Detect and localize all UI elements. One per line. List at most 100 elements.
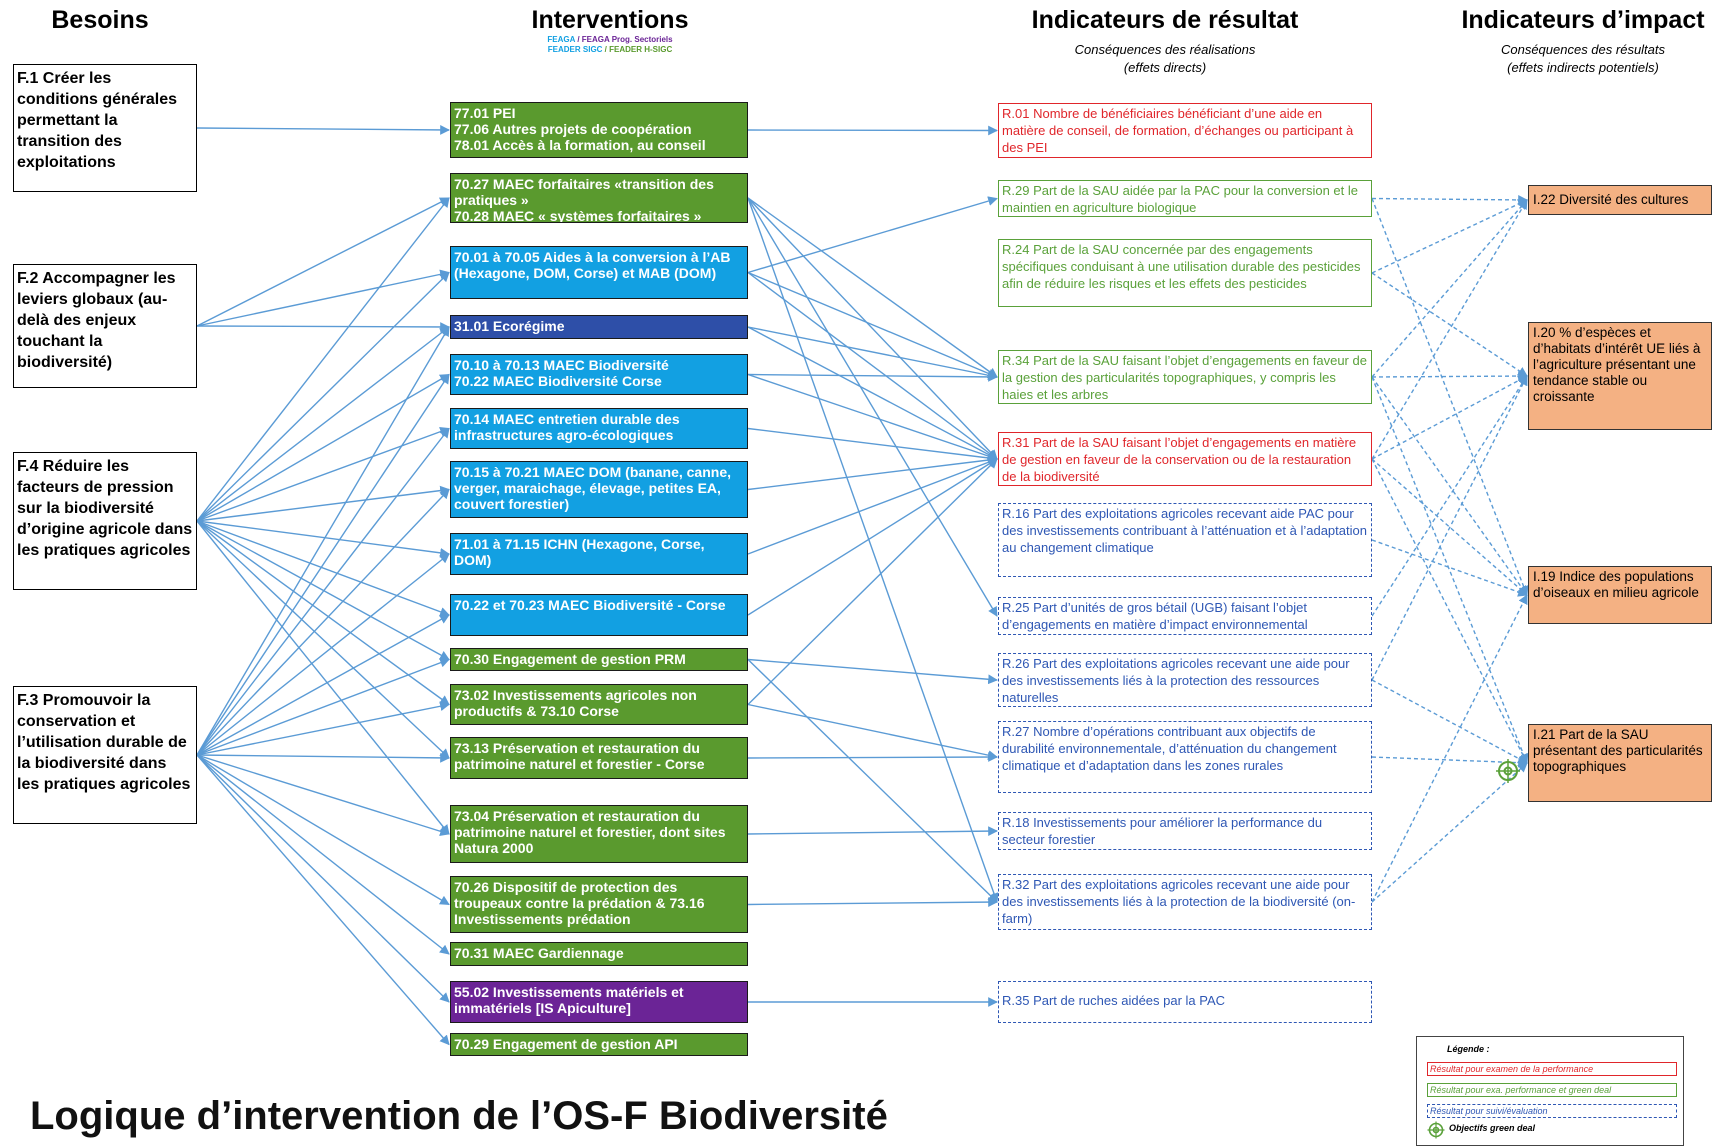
need-intervention-arrow (196, 269, 450, 327)
intervention-result-arrow (747, 703, 998, 760)
result-r25: R.25 Part d’unités de gros bétail (UGB) … (998, 597, 1372, 635)
intervention-result-arrow (747, 458, 998, 705)
result-r24: R.24 Part de la SAU concernée par des en… (998, 239, 1372, 307)
result-impact-arrow (1371, 375, 1528, 681)
intervention-73-04: 73.04 Préservation et restauration du pa… (450, 805, 748, 863)
need-intervention-arrow (196, 520, 450, 706)
intervention-result-arrow (747, 658, 998, 903)
intervention-result-arrow (747, 372, 998, 382)
need-intervention-arrow (196, 485, 450, 522)
need-intervention-arrow (196, 614, 450, 756)
legend-greendeal-icon (1427, 1121, 1445, 1139)
need-intervention-arrow (196, 553, 450, 756)
impact-i20: I.20 % d’espèces et d’habitats d’intérêt… (1528, 322, 1712, 430)
impact-i22: I.22 Diversité des cultures (1528, 185, 1712, 215)
intervention-result-arrow (747, 326, 998, 460)
need-intervention-arrow (196, 426, 450, 522)
intervention-70-01: 70.01 à 70.05 Aides à la conversion à l’… (450, 246, 748, 299)
need-intervention-arrow (196, 520, 450, 759)
need-intervention-arrow (196, 197, 450, 327)
resultat-sub-line-2: (effets directs) (1123, 60, 1207, 75)
result-impact-arrow (1371, 539, 1528, 597)
result-impact-arrow (1371, 375, 1528, 460)
impact-sub-line-2: (effets indirects potentiels) (1507, 60, 1659, 75)
result-r26: R.26 Part des exploitations agricoles re… (998, 653, 1372, 707)
result-impact-arrow (1371, 762, 1528, 903)
impact-sub-line-1: Conséquences des résultats (1500, 42, 1666, 57)
need-intervention-arrow (196, 752, 450, 763)
result-r35: R.35 Part de ruches aidées par la PAC (998, 981, 1372, 1023)
intervention-result-arrow (747, 897, 998, 907)
fund-feader-hsigc: / FEADER H-SIGC (602, 45, 673, 54)
result-impact-arrow (1371, 376, 1529, 764)
legend-item-red: Résultat pour examen de la performance (1427, 1062, 1677, 1076)
header-besoins: Besoins (51, 6, 149, 34)
greendeal-target-icon (1496, 759, 1520, 783)
intervention-70-22: 70.22 et 70.23 MAEC Biodiversité - Corse (450, 594, 748, 636)
result-impact-arrow (1371, 199, 1528, 378)
resultat-sub-line-1: Conséquences des réalisations (1074, 42, 1256, 57)
intervention-55-02: 55.02 Investissements matériels et immat… (450, 981, 748, 1023)
result-impact-arrow (1371, 458, 1528, 596)
need-intervention-arrow (196, 125, 450, 135)
need-intervention-arrow (196, 326, 450, 522)
intervention-77-01: 77.01 PEI 77.06 Autres projets de coopér… (450, 102, 748, 158)
intervention-result-arrow (747, 457, 998, 555)
fund-feaga-prog: / FEAGA Prog. Sectoriels (575, 35, 673, 44)
page-title: Logique d’intervention de l’OS-F Biodive… (30, 1094, 888, 1138)
intervention-70-30: 70.30 Engagement de gestion PRM (450, 648, 748, 671)
need-intervention-arrow (196, 326, 450, 756)
legend-box: Légende : Résultat pour examen de la per… (1416, 1036, 1684, 1146)
intervention-result-arrow (747, 197, 998, 617)
intervention-result-arrow (747, 427, 998, 463)
need-intervention-arrow (196, 197, 450, 522)
intervention-result-arrow (747, 196, 998, 274)
need-f2: F.2 Accompagner les leviers globaux (au-… (13, 264, 197, 388)
intervention-70-31: 70.31 MAEC Gardiennage (450, 942, 748, 966)
need-intervention-arrow (196, 658, 450, 756)
intervention-result-arrow (747, 455, 998, 491)
header-resultat-sub: Conséquences des réalisations (effets di… (1000, 41, 1330, 77)
intervention-result-arrow (747, 373, 998, 461)
header-interventions: Interventions (531, 6, 689, 34)
intervention-70-10: 70.10 à 70.13 MAEC Biodiversité 70.22 MA… (450, 354, 748, 395)
need-intervention-arrow (196, 754, 450, 906)
need-f1: F.1 Créer les conditions générales perme… (13, 64, 197, 192)
impact-i19: I.19 Indice des populations d’oiseaux en… (1528, 566, 1712, 624)
intervention-73-13: 73.13 Préservation et restauration du pa… (450, 737, 748, 779)
need-intervention-arrow (196, 520, 450, 558)
need-intervention-arrow (196, 271, 450, 522)
result-impact-arrow (1371, 199, 1528, 460)
result-r01: R.01 Nombre de bénéficiaires bénéficiant… (998, 103, 1372, 158)
need-intervention-arrow (196, 322, 450, 332)
intervention-71-01: 71.01 à 71.15 ICHN (Hexagone, Corse, DOM… (450, 533, 748, 575)
result-r29: R.29 Part de la SAU aidée par la PAC pou… (998, 180, 1372, 217)
legend-item-blue: Résultat pour suivi/évaluation (1427, 1104, 1677, 1118)
impact-i21: I.21 Part de la SAU présentant des parti… (1528, 724, 1712, 802)
result-impact-arrow (1371, 198, 1529, 596)
result-impact-arrow (1371, 195, 1528, 205)
intervention-result-arrow (747, 658, 998, 685)
result-r34: R.34 Part de la SAU faisant l’objet d’en… (998, 350, 1372, 404)
need-intervention-arrow (196, 427, 450, 756)
result-r27: R.27 Nombre d’opérations contribuant aux… (998, 721, 1372, 793)
need-intervention-arrow (196, 701, 450, 756)
result-r31: R.31 Part de la SAU faisant l’objet d’en… (998, 432, 1372, 486)
intervention-70-27: 70.27 MAEC forfaitaires «transition des … (450, 173, 748, 223)
intervention-result-arrow (747, 125, 998, 136)
need-f4: F.4 Réduire les facteurs de pression sur… (13, 452, 197, 590)
result-impact-arrow (1371, 376, 1528, 596)
header-resultat: Indicateurs de résultat (1031, 6, 1299, 34)
need-intervention-arrow (196, 373, 450, 756)
need-intervention-arrow (196, 520, 450, 661)
intervention-result-arrow (747, 826, 998, 837)
intervention-result-arrow (747, 197, 998, 378)
result-impact-arrow (1371, 375, 1528, 617)
header-impact-sub: Conséquences des résultats (effets indir… (1448, 41, 1717, 77)
result-r16: R.16 Part des exploitations agricoles re… (998, 503, 1372, 577)
fund-feader-sigc: FEADER SIGC (547, 45, 603, 54)
intervention-70-26: 70.26 Dispositif de protection des troup… (450, 876, 748, 933)
result-impact-arrow (1371, 679, 1528, 764)
result-impact-arrow (1371, 272, 1528, 377)
